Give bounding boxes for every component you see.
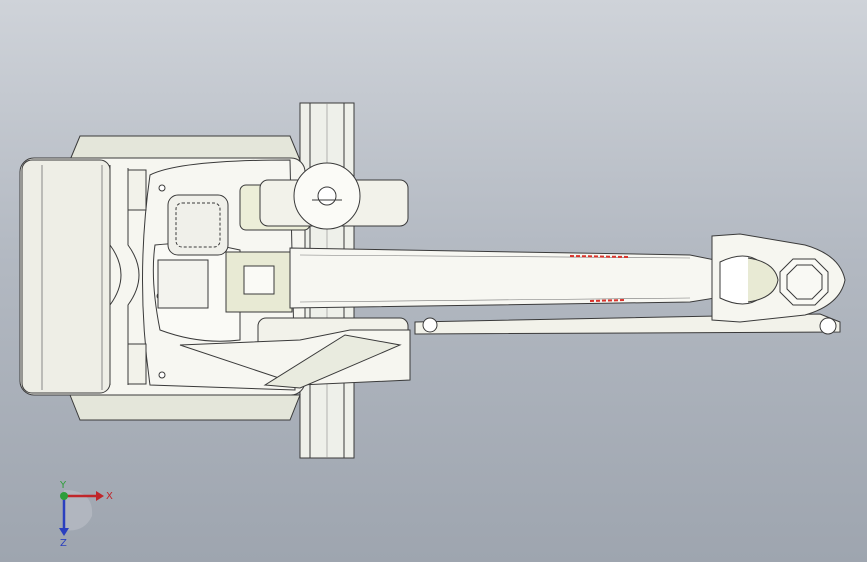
triad-backdrop (64, 490, 93, 531)
wrist-joint[interactable] (711, 233, 846, 323)
x-axis-arrowhead (96, 491, 104, 501)
z-axis-arrowhead (59, 528, 69, 536)
y-axis-dot (60, 492, 68, 500)
axis-triad: X Y Z (59, 480, 113, 548)
y-axis-label: Y (59, 480, 67, 491)
upper-arm[interactable] (289, 247, 716, 309)
x-axis-label: X (106, 491, 113, 502)
pivot-knob[interactable] (293, 162, 361, 230)
z-axis-label: Z (60, 538, 67, 548)
